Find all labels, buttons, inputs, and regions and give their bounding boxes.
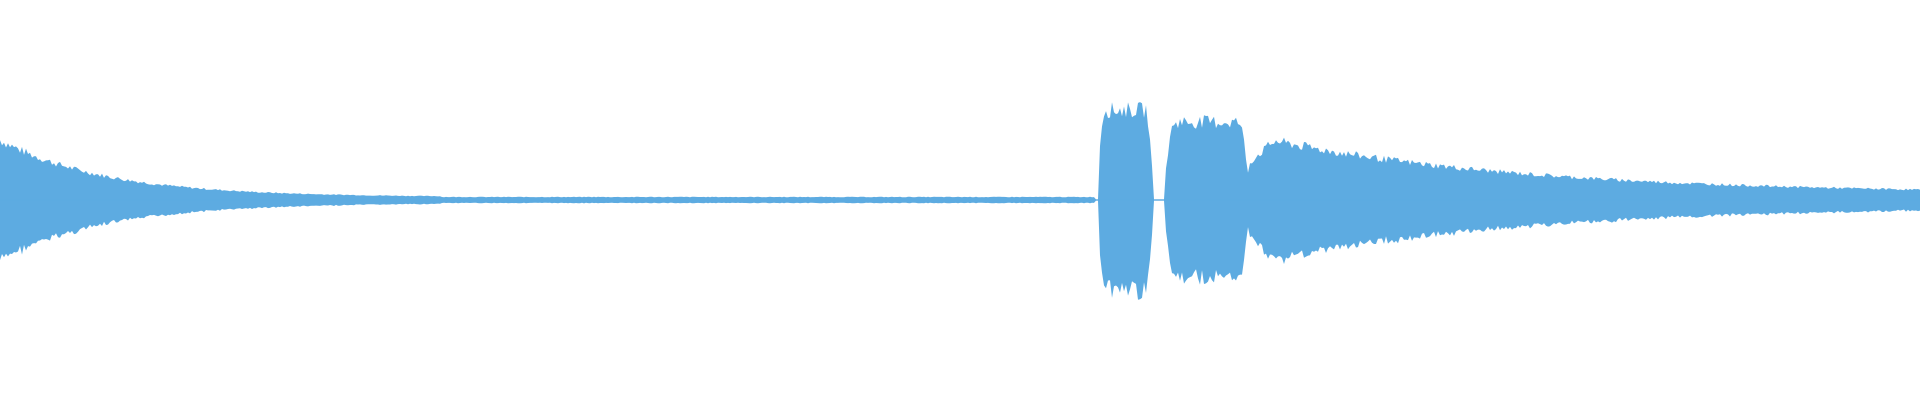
waveform-envelope	[0, 102, 1920, 300]
